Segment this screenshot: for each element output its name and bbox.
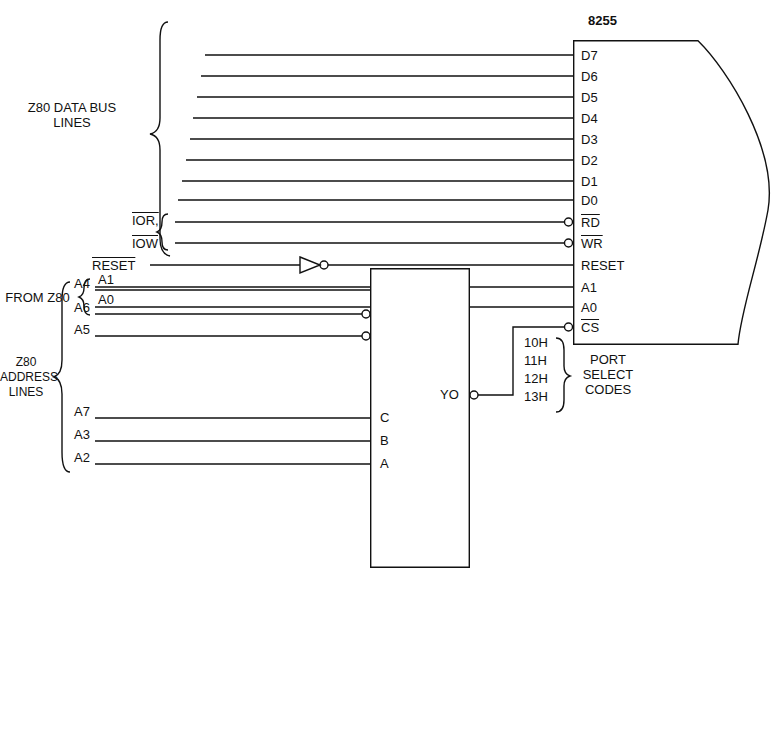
node-outline xyxy=(573,40,773,345)
signal-label: RESET xyxy=(92,258,135,273)
pin-name: D4 xyxy=(581,111,598,126)
signal-label: A1 xyxy=(98,272,114,287)
pin-name: D3 xyxy=(581,132,598,147)
decoder-box: CBA YO xyxy=(370,268,470,568)
pin-name: D7 xyxy=(581,48,598,63)
signal-label: FROM Z80 xyxy=(0,290,75,305)
pin-name: WR xyxy=(581,236,603,251)
signal-label: 10H xyxy=(524,335,548,350)
signal-label: Z80 ADDRESS LINES xyxy=(0,355,52,400)
signal-label: A3 xyxy=(74,427,90,442)
chip-select-wire xyxy=(478,327,565,395)
pin-name: B xyxy=(380,433,389,448)
pin-name: D2 xyxy=(581,153,598,168)
pin-name: D5 xyxy=(581,90,598,105)
signal-label: A6 xyxy=(74,300,90,315)
signal-label: A4 xyxy=(74,276,90,291)
pin-name: YO xyxy=(440,387,459,402)
pin-name: A xyxy=(380,456,389,471)
signal-label: A7 xyxy=(74,404,90,419)
signal-label: A0 xyxy=(98,292,114,307)
pin-name: CS xyxy=(581,320,599,335)
signal-label: A2 xyxy=(74,450,90,465)
pin-name: A1 xyxy=(581,280,597,295)
signal-label: A5 xyxy=(74,322,90,337)
pin-name: D6 xyxy=(581,69,598,84)
pin-name: RESET xyxy=(581,258,624,273)
pin-name: A0 xyxy=(581,300,597,315)
signal-label: PORT SELECT CODES xyxy=(576,352,640,397)
ppi-chip: 8255D7D6D5D4D3D2D1D0RDWRRESETA1A0CS xyxy=(573,40,773,345)
signal-label: IOR, xyxy=(132,213,159,228)
chip-name: 8255 xyxy=(588,13,617,28)
signal-label: IOW xyxy=(132,236,158,251)
pin-name: C xyxy=(380,410,389,425)
pin-name: D1 xyxy=(581,174,598,189)
pin-name: D0 xyxy=(581,193,598,208)
signal-label: 13H xyxy=(524,389,548,404)
signal-label: Z80 DATA BUS LINES xyxy=(22,100,122,130)
signal-label: 11H xyxy=(524,353,547,368)
signal-label: 12H xyxy=(524,371,548,386)
pin-name: RD xyxy=(581,215,600,230)
